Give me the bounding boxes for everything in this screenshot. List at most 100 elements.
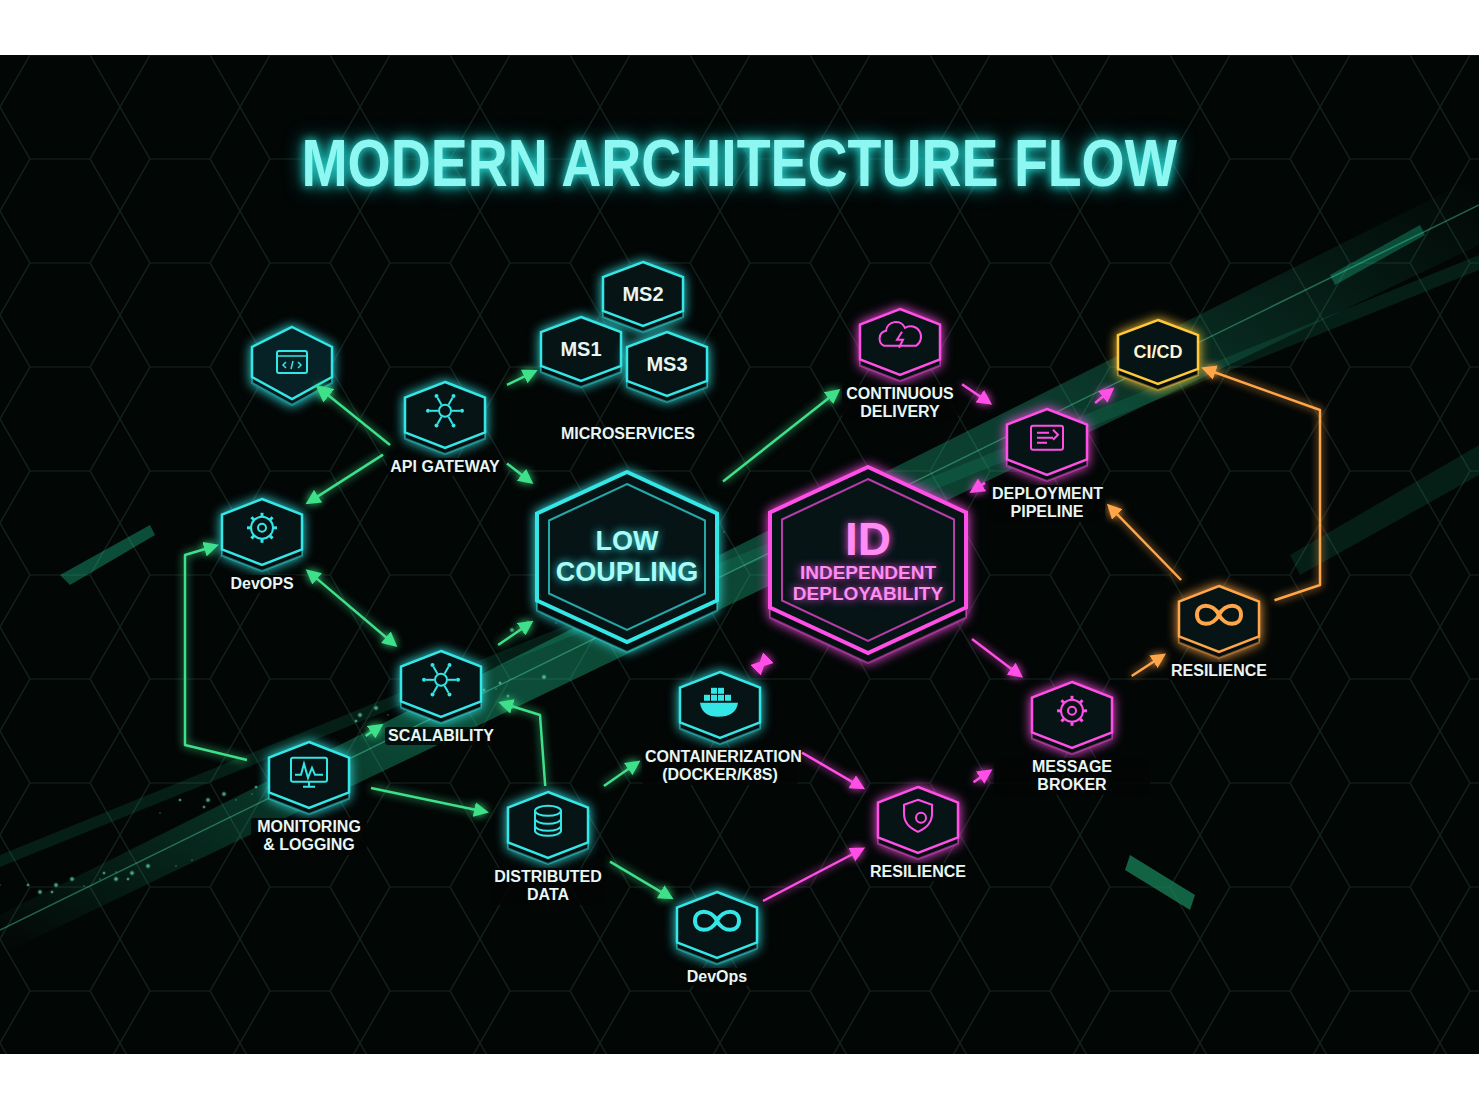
diagram-title: MODERN ARCHITECTURE FLOW <box>302 125 1178 201</box>
flow-connector <box>366 725 381 736</box>
node-caption: DevOPS <box>227 575 296 593</box>
node-caption: MONITORING & LOGGING <box>251 818 367 855</box>
hexagon-icon-node: API GATEWAY <box>387 380 503 476</box>
hexagon-holder: MS3 <box>625 330 709 404</box>
hexagon-outline <box>506 790 590 866</box>
hexagon-icon-node: DevOps <box>675 890 759 986</box>
node-caption: DEPLOYMENT PIPELINE <box>989 485 1105 522</box>
flow-connector <box>604 762 638 786</box>
hexagon-outline <box>220 497 304 573</box>
hexagon-icon-node: DEPLOYMENT PIPELINE <box>989 407 1105 522</box>
hexagon-holder: LOW COUPLING <box>535 470 719 654</box>
flow-connector <box>308 571 395 645</box>
node-text: ID <box>783 515 953 563</box>
hexagon-icon-node: SCALABILITY <box>385 649 497 745</box>
node-caption: RESILIENCE <box>867 863 969 881</box>
flow-connector <box>763 849 863 901</box>
hexagon-icon-node: DISTRIBUTED DATA <box>490 790 606 905</box>
flow-connector <box>972 639 1021 676</box>
flow-connector <box>371 788 486 812</box>
flow-connector <box>972 483 985 492</box>
hexagon-icon-node: DevOPS <box>220 497 304 593</box>
hexagon-node: MS1 <box>539 315 623 389</box>
flow-connector <box>1095 389 1112 403</box>
text-holder: IDINDEPENDENT DEPLOYABILITY <box>768 465 968 655</box>
dark-background: MODERN ARCHITECTURE FLOW MS2MS1MS3API GA… <box>0 55 1479 1054</box>
node-caption: API GATEWAY <box>387 458 502 476</box>
hexagon-holder <box>1030 680 1114 756</box>
node-caption: DevOps <box>684 968 750 986</box>
node-text: INDEPENDENT DEPLOYABILITY <box>783 563 953 605</box>
text-holder: MS3 <box>625 330 709 398</box>
text-holder: MS1 <box>539 315 623 383</box>
node-text: CI/CD <box>1134 342 1183 363</box>
hexagon-node: IDINDEPENDENT DEPLOYABILITY <box>768 465 968 665</box>
hexagon-outline <box>675 890 759 966</box>
hexagon-outline <box>267 740 351 816</box>
flow-connector <box>962 384 990 403</box>
flow-connector <box>1132 655 1164 676</box>
hexagon-holder <box>1177 584 1261 660</box>
flow-connector <box>507 463 531 482</box>
flow-connector <box>802 753 863 788</box>
flow-connector <box>610 862 671 898</box>
flow-connector <box>723 391 838 482</box>
node-text: MS2 <box>622 283 663 306</box>
hexagon-outline <box>1005 407 1089 483</box>
hexagon-holder <box>220 497 304 573</box>
title-holder: MODERN ARCHITECTURE FLOW <box>0 125 1479 201</box>
hexagon-node: LOW COUPLING <box>535 470 719 654</box>
hexagon-holder <box>267 740 351 816</box>
flow-connector <box>498 623 531 646</box>
flow-connector <box>507 371 535 385</box>
node-text: MS1 <box>560 338 601 361</box>
node-caption: MESSAGE BROKER <box>994 758 1150 795</box>
flow-connector <box>1204 369 1320 601</box>
hexagon-holder <box>876 785 960 861</box>
hexagon-outline <box>1030 680 1114 756</box>
group-label: MICROSERVICES <box>561 425 695 443</box>
flow-connector <box>308 455 383 503</box>
hexagon-outline <box>1177 584 1261 660</box>
node-caption: DISTRIBUTED DATA <box>490 868 606 905</box>
node-caption: RESILIENCE <box>1168 662 1270 680</box>
flow-connector <box>760 662 764 666</box>
hexagon-outline <box>858 307 942 383</box>
hexagon-icon-node: MESSAGE BROKER <box>994 680 1150 795</box>
hexagon-holder: MS2 <box>601 260 685 334</box>
hexagon-holder: CI/CD <box>1116 318 1200 392</box>
hexagon-holder <box>675 890 759 966</box>
node-layer: MS2MS1MS3API GATEWAY CONTINUOUS DELIVERY C… <box>0 55 1479 1054</box>
node-caption: SCALABILITY <box>385 727 497 745</box>
node-text: MS3 <box>646 353 687 376</box>
hexagon-holder <box>678 670 762 746</box>
node-text: LOW COUPLING <box>552 526 702 588</box>
hexagon-holder <box>1005 407 1089 483</box>
text-holder: LOW COUPLING <box>535 470 719 644</box>
hexagon-icon-node: MONITORING & LOGGING <box>251 740 367 855</box>
flow-connector <box>501 703 545 786</box>
text-holder: MS2 <box>601 260 685 328</box>
hexagon-icon-node: CONTAINERIZATION (DOCKER/K8S) <box>642 670 798 785</box>
hexagon-icon-node: RESILIENCE <box>1168 584 1271 680</box>
hexagon-outline <box>876 785 960 861</box>
hexagon-outline <box>399 649 483 725</box>
hexagon-outline <box>403 380 487 456</box>
hexagon-holder: IDINDEPENDENT DEPLOYABILITY <box>768 465 968 665</box>
node-caption: CONTINUOUS DELIVERY <box>842 385 958 422</box>
hexagon-node: MS2 <box>601 260 685 334</box>
hexagon-holder <box>506 790 590 866</box>
text-holder: CI/CD <box>1116 318 1200 386</box>
hexagon-node: CI/CD <box>1116 318 1200 392</box>
hexagon-holder <box>858 307 942 383</box>
hexagon-icon-node: RESILIENCE <box>867 785 970 881</box>
hexagon-node: MS3 <box>625 330 709 404</box>
hexagon-holder <box>403 380 487 456</box>
flow-connector <box>1109 506 1181 580</box>
flow-connector <box>974 771 991 782</box>
hexagon-holder <box>399 649 483 725</box>
hexagon-outline <box>678 670 762 746</box>
hexagon-icon-node: CONTINUOUS DELIVERY <box>842 307 958 422</box>
node-caption: CONTAINERIZATION (DOCKER/K8S) <box>642 748 798 785</box>
hexagon-holder: MS1 <box>539 315 623 389</box>
